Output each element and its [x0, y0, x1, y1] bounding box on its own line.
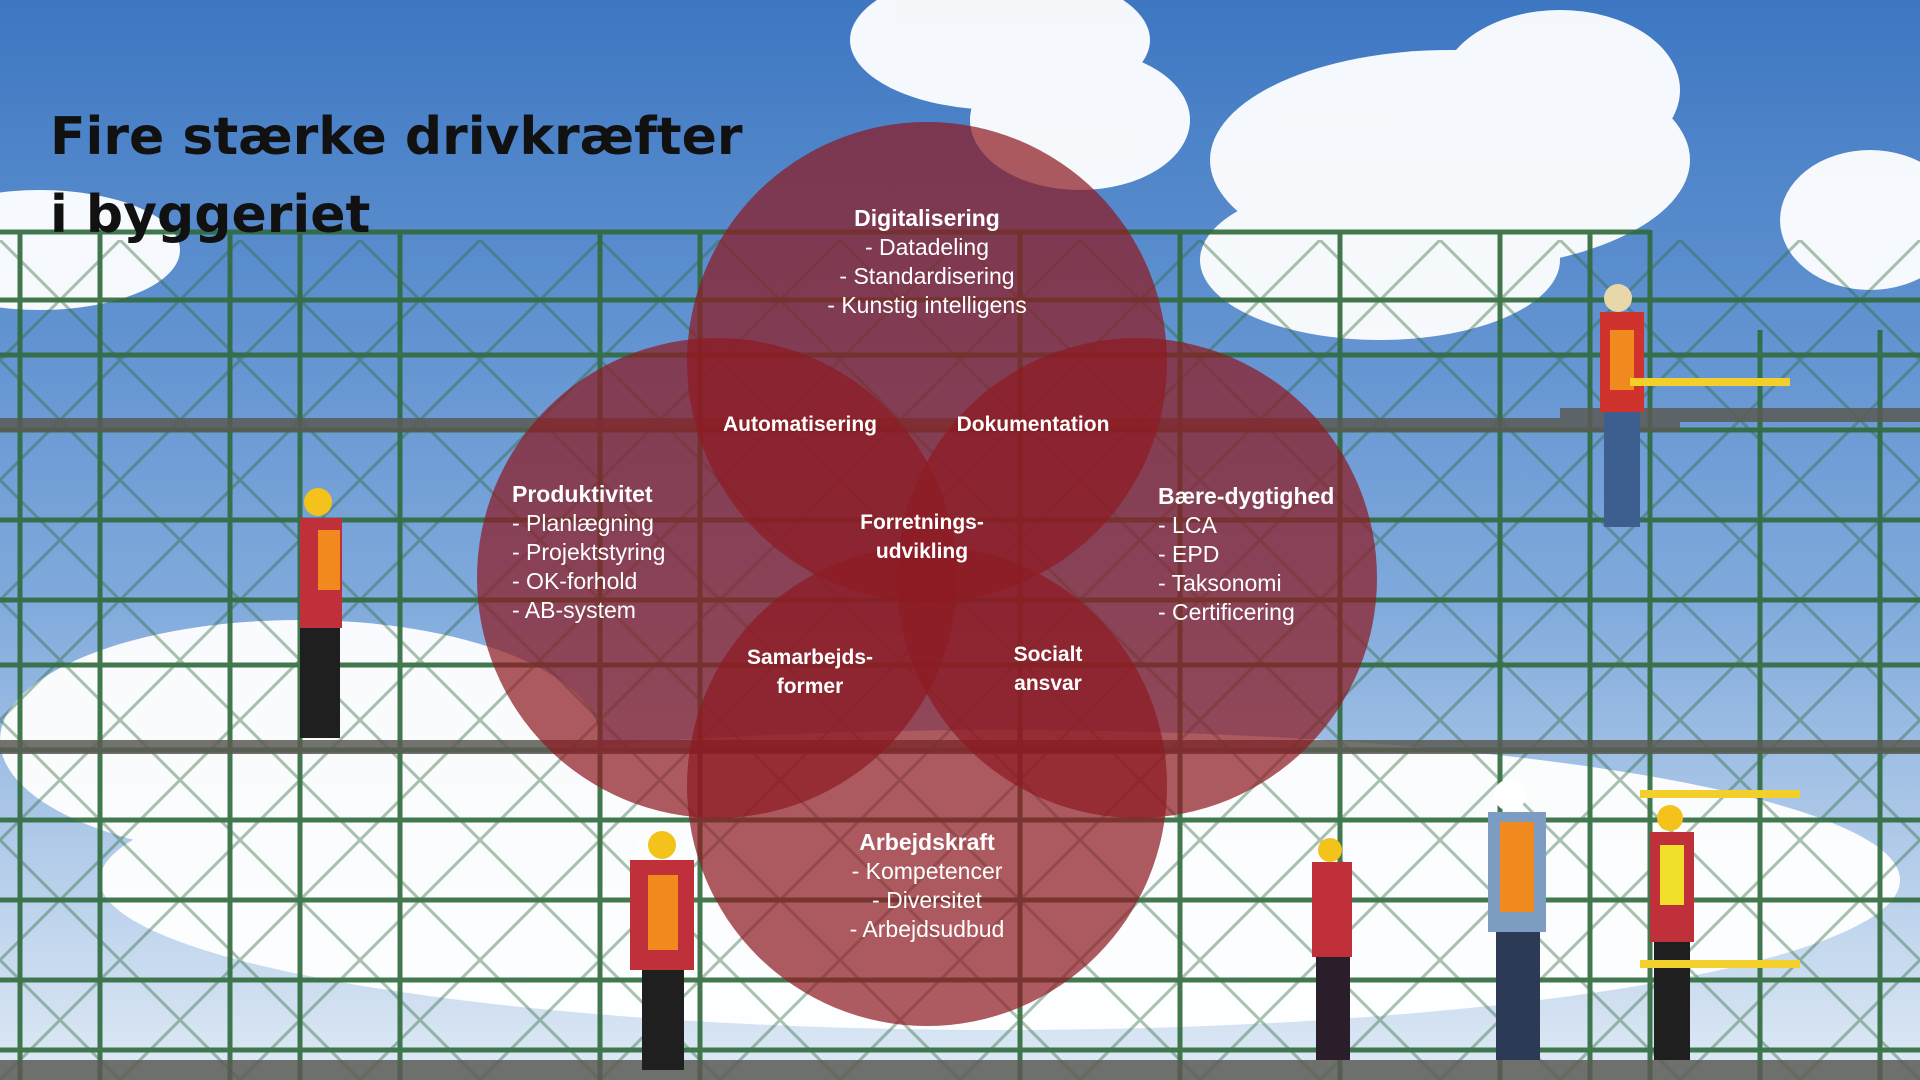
produktivitet-title: Produktivitet: [512, 481, 653, 507]
label-arbejdskraft: Arbejdskraft - Kompetencer - Diversitet …: [777, 828, 1077, 944]
overlap-samarbejdsformer: Samarbejds- former: [710, 643, 910, 701]
baeredygtighed-item: - Taksonomi: [1158, 570, 1282, 596]
samarbejdsformer-line: former: [776, 675, 844, 698]
label-baeredygtighed: Bære-dygtighed - LCA - EPD - Taksonomi -…: [1158, 482, 1378, 627]
overlap-automatisering: Automatisering: [722, 413, 877, 436]
digitalisering-item: - Datadeling: [864, 234, 990, 260]
baeredygtighed-item: - EPD: [1158, 541, 1220, 567]
arbejdskraft-item: - Kompetencer: [851, 858, 1003, 884]
overlap-socialt-ansvar: Socialt ansvar: [948, 640, 1148, 698]
produktivitet-item: - AB-system: [512, 597, 636, 623]
baeredygtighed-item: - LCA: [1158, 512, 1217, 538]
produktivitet-item: - OK-forhold: [512, 568, 638, 594]
produktivitet-item: - Planlægning: [512, 510, 654, 536]
digitalisering-item: - Kunstig intelligens: [827, 292, 1027, 318]
socialt-ansvar-line: Socialt: [1013, 643, 1083, 666]
forretningsudvikling-line: Forretnings-: [860, 511, 984, 534]
arbejdskraft-item: - Diversitet: [872, 887, 982, 913]
forretningsudvikling-line: udvikling: [875, 540, 969, 563]
baeredygtighed-title: Bære-dygtighed: [1158, 483, 1335, 509]
socialt-ansvar-line: ansvar: [1014, 672, 1082, 695]
arbejdskraft-title: Arbejdskraft: [859, 829, 995, 855]
samarbejdsformer-line: Samarbejds-: [746, 646, 874, 669]
slide-title: Fire stærke drivkræfter i byggeriet: [50, 107, 743, 245]
digitalisering-item: - Standardisering: [839, 263, 1015, 289]
produktivitet-item: - Projektstyring: [512, 539, 666, 565]
overlap-forretningsudvikling: Forretnings- udvikling: [822, 508, 1022, 566]
overlap-dokumentation: Dokumentation: [956, 413, 1110, 436]
workers: [300, 284, 1694, 1070]
digitalisering-title: Digitalisering: [854, 205, 1000, 231]
arbejdskraft-item: - Arbejdsudbud: [849, 916, 1005, 942]
label-produktivitet: Produktivitet - Planlægning - Projektsty…: [512, 480, 732, 625]
label-digitalisering: Digitalisering - Datadeling - Standardis…: [777, 204, 1077, 320]
baeredygtighed-item: - Certificering: [1158, 599, 1295, 625]
yellow-rails: [1630, 378, 1800, 968]
circle-arbejdskraft: [687, 546, 1167, 1026]
